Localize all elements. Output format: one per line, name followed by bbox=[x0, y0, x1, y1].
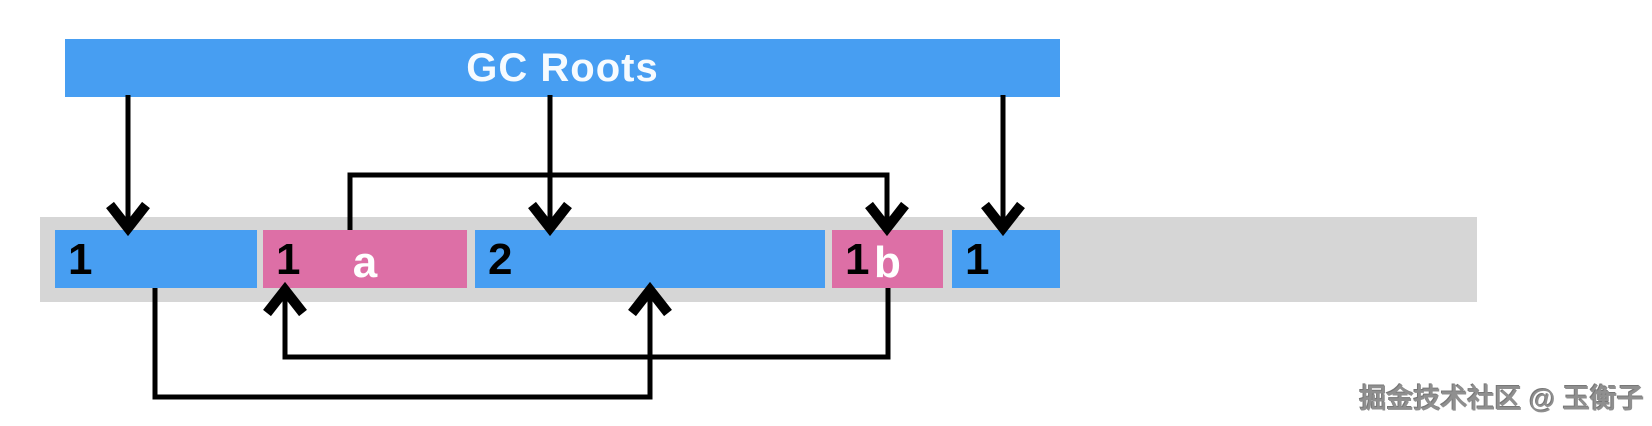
block-ref-label: b bbox=[874, 238, 901, 287]
block-size-label: 1 bbox=[276, 235, 301, 284]
block-ref-label: a bbox=[352, 238, 378, 287]
block-size-label: 1 bbox=[68, 235, 93, 284]
memory-block-b: 1 b bbox=[832, 230, 943, 288]
gc-roots-bar: GC Roots bbox=[65, 39, 1060, 97]
edge-block1-to-block2-line bbox=[152, 288, 653, 400]
memory-block-1-right: 1 bbox=[952, 230, 1060, 288]
block-size-label: 1 bbox=[965, 235, 990, 284]
memory-block-a: 1 a bbox=[263, 230, 467, 288]
memory-block-2: 2 bbox=[475, 230, 825, 288]
gc-roots-label: GC Roots bbox=[466, 45, 659, 90]
block-size-label: 2 bbox=[488, 235, 513, 284]
memory-block-1-left: 1 bbox=[55, 230, 257, 288]
block-size-label: 1 bbox=[845, 235, 870, 284]
watermark-text: 掘金技术社区 @ 玉衡子 bbox=[1359, 384, 1644, 414]
